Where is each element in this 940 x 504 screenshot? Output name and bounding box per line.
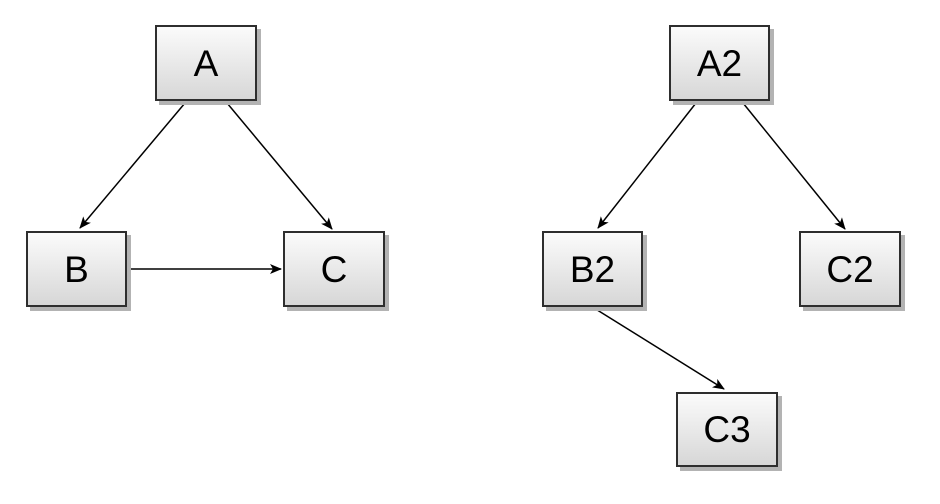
edge-A2-B2 <box>597 102 697 229</box>
edge-A-C <box>226 102 333 230</box>
node-C2: C2 <box>799 231 901 307</box>
edge-A2-C2 <box>742 102 846 230</box>
node-A2: A2 <box>669 25 770 101</box>
node-B: B <box>26 231 127 307</box>
node-label-B2: B2 <box>569 248 616 290</box>
node-C: C <box>283 231 385 307</box>
edge-B2-C3 <box>593 307 725 390</box>
node-label-B: B <box>64 248 89 290</box>
node-label-C2: C2 <box>826 248 874 290</box>
node-C3: C3 <box>676 392 778 467</box>
node-label-A2: A2 <box>696 42 743 84</box>
node-label-C3: C3 <box>703 409 751 450</box>
node-label-C: C <box>320 248 348 290</box>
node-A: A <box>155 25 257 101</box>
node-label-A: A <box>193 42 219 84</box>
node-B2: B2 <box>542 231 643 307</box>
edge-A-B <box>79 102 186 229</box>
